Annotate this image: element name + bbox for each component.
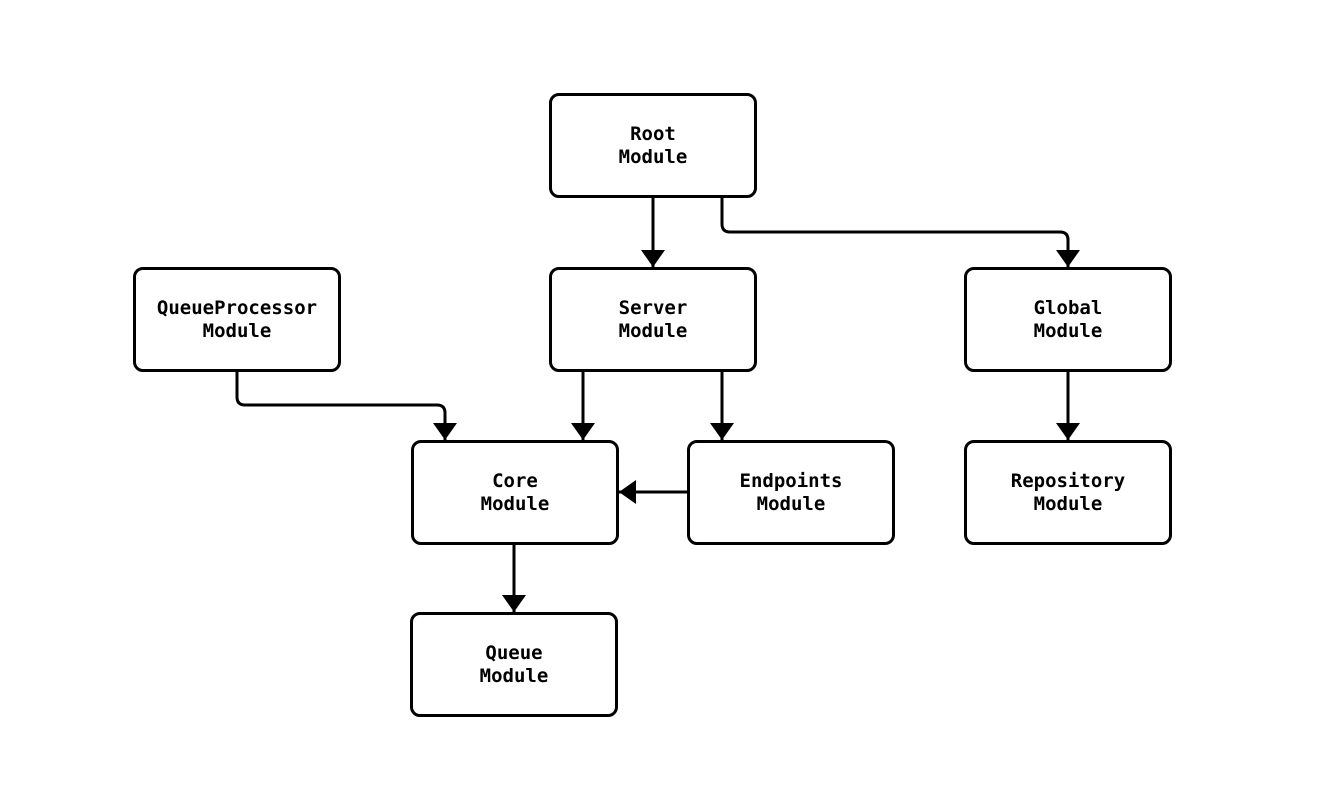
edge-queueprocessor-core — [235, 372, 457, 440]
node-endpoints: Endpoints Module — [687, 440, 895, 545]
node-queue: Queue Module — [410, 612, 618, 717]
node-repository: Repository Module — [964, 440, 1172, 545]
node-queueprocessor: QueueProcessor Module — [133, 267, 341, 372]
node-label: Repository Module — [1010, 469, 1126, 515]
edge-root-global — [720, 198, 1080, 267]
node-label: Global Module — [1033, 296, 1103, 342]
node-global: Global Module — [964, 267, 1172, 372]
node-label: Core Module — [480, 469, 550, 515]
node-label: Queue Module — [479, 641, 549, 687]
node-server: Server Module — [549, 267, 757, 372]
node-core: Core Module — [411, 440, 619, 545]
node-label: Root Module — [618, 122, 688, 168]
node-label: Server Module — [618, 296, 688, 342]
node-label: Endpoints Module — [739, 469, 843, 515]
node-root: Root Module — [549, 93, 757, 198]
node-label: QueueProcessor Module — [156, 296, 318, 342]
